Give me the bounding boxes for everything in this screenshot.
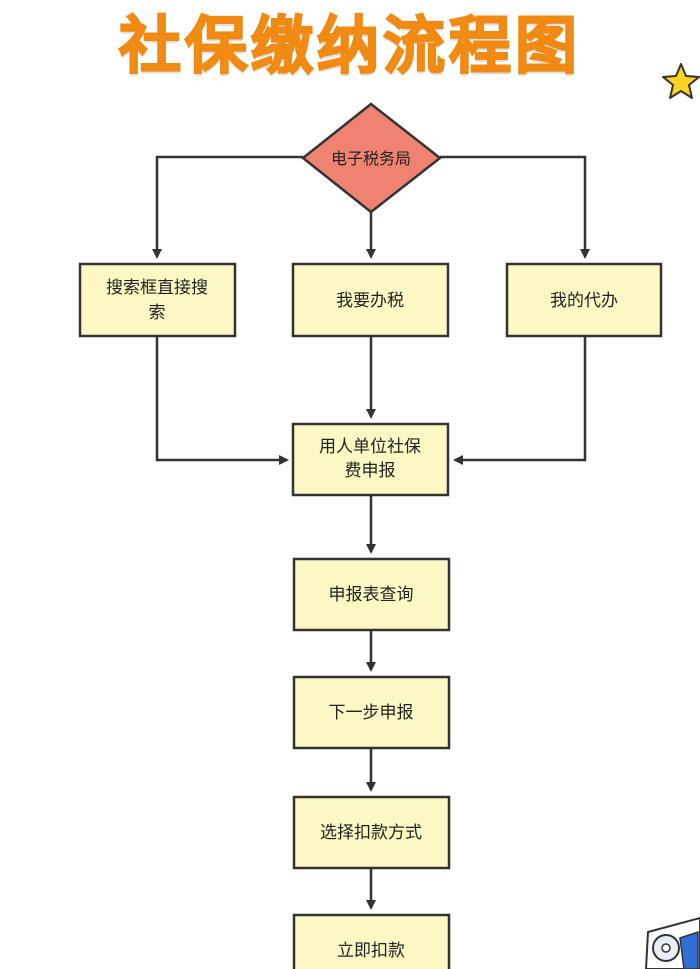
page-title: 社保缴纳流程图 <box>118 8 581 83</box>
arrow-start-agent <box>440 155 590 259</box>
search-label-line2: 索 <box>149 303 166 323</box>
declare-label-line1: 用人单位社保 <box>319 437 421 457</box>
search-label-line1: 搜索框直接搜 <box>106 278 208 298</box>
method-node: 选择扣款方式 <box>292 795 451 870</box>
declare-node: 用人单位社保 费申报 <box>291 422 450 497</box>
connectors <box>152 155 590 910</box>
arrow-start-search <box>152 155 303 259</box>
tax-node: 我要办税 <box>291 262 450 338</box>
pay-label: 立即扣款 <box>337 941 405 961</box>
agent-node: 我的代办 <box>505 262 663 338</box>
next-label: 下一步申报 <box>329 703 414 723</box>
star-icon <box>662 63 700 99</box>
declare-label-line2: 费申报 <box>345 461 396 481</box>
tax-label: 我要办税 <box>336 291 404 311</box>
next-node: 下一步申报 <box>292 675 451 750</box>
start-node: 电子税务局 <box>300 102 443 214</box>
query-node: 申报表查询 <box>292 557 451 632</box>
arrow-agent-declare <box>453 336 587 465</box>
disc-sticker-icon <box>644 916 700 969</box>
query-label: 申报表查询 <box>329 585 414 605</box>
pay-node: 立即扣款 <box>292 913 451 969</box>
arrow-search-declare <box>155 336 289 465</box>
start-label: 电子税务局 <box>331 149 411 168</box>
agent-label: 我的代办 <box>550 291 618 311</box>
method-label: 选择扣款方式 <box>320 823 422 843</box>
search-node: 搜索框直接搜 索 <box>78 262 237 338</box>
